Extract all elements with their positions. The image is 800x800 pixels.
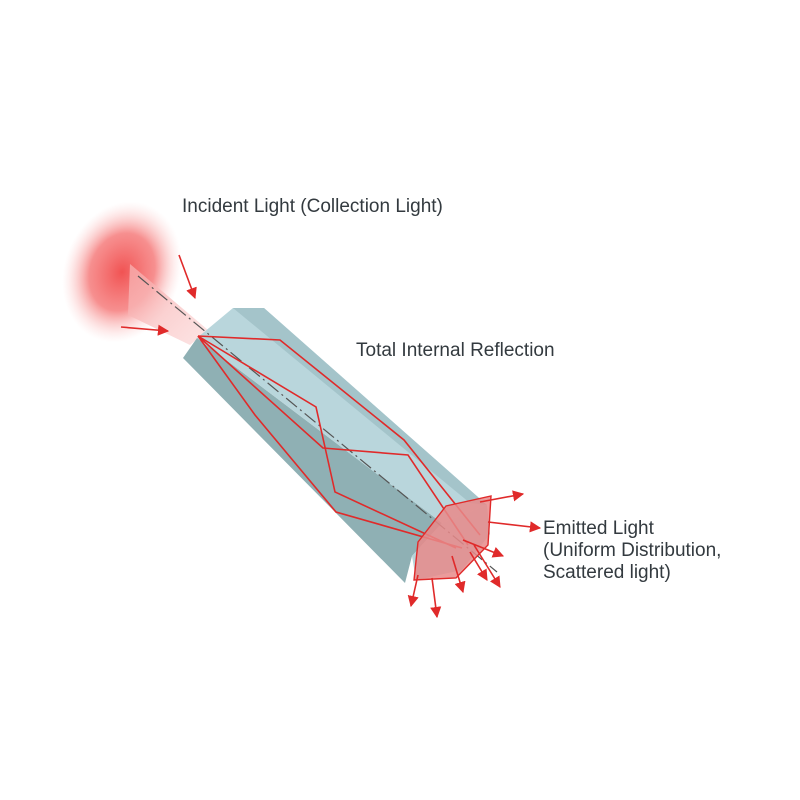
emitted-light-label: Emitted Light (Uniform Distribution, Sca…	[543, 518, 721, 584]
incident-arrow-2	[120, 324, 170, 336]
emitted-light-label-line-1: Emitted Light	[543, 518, 654, 539]
emitted-arrow-7	[407, 574, 419, 608]
incident-light-label: Incident Light (Collection Light)	[182, 196, 443, 217]
rod-side-face	[183, 338, 442, 583]
emitted-arrow-1	[479, 490, 525, 503]
reflection-ray-4	[197, 335, 457, 549]
incident-arrow-1	[178, 254, 197, 300]
emitted-arrow-8	[462, 539, 505, 558]
reflection-ray-2	[197, 335, 463, 549]
reflection-ray-3	[197, 335, 469, 546]
emitted-light-spot	[413, 495, 492, 581]
reflection-ray-1	[197, 335, 481, 536]
rod-edge-face	[233, 308, 487, 505]
emitted-arrow-2	[487, 521, 542, 533]
total-internal-reflection-label: Total Internal Reflection	[356, 340, 555, 361]
emitted-light-label-line-2: (Uniform Distribution,	[543, 540, 722, 561]
emitted-arrow-6	[430, 577, 442, 619]
emitted-light-label-line-3: Scattered light)	[543, 562, 671, 583]
emitted-arrow-4	[469, 551, 488, 581]
emitted-arrow-3	[473, 544, 501, 588]
emitted-arrow-5	[451, 555, 466, 594]
rod-top-face	[197, 308, 487, 523]
